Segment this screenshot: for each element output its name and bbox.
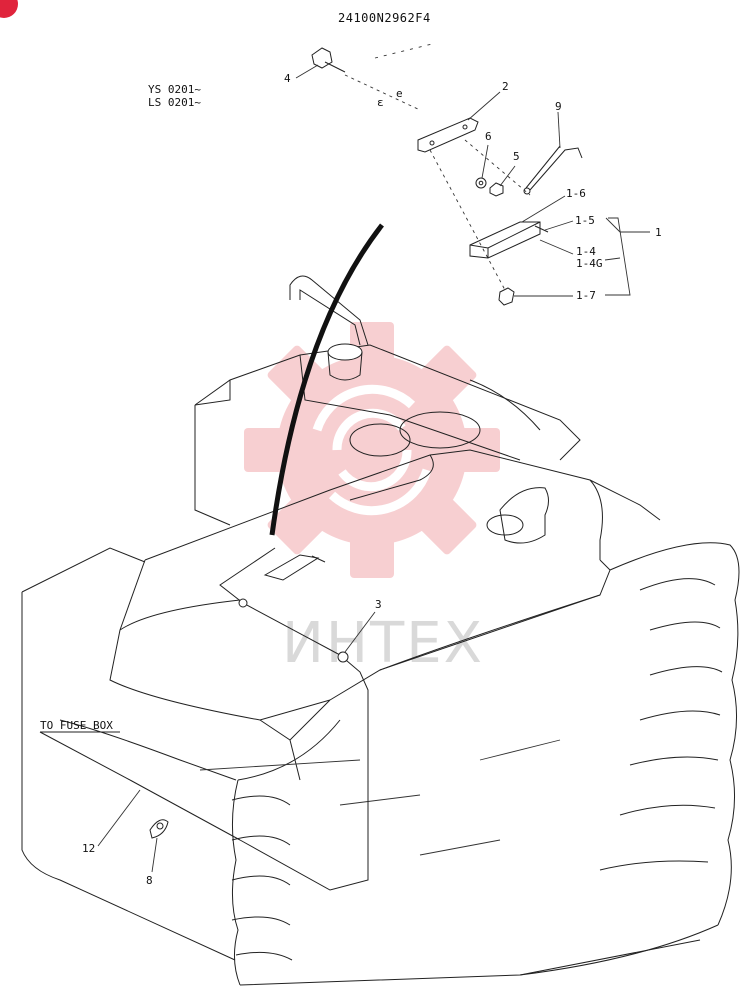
machine-body — [21, 275, 740, 986]
corner-badge — [0, 0, 18, 18]
callout-1-4g: 1-4G — [576, 257, 603, 270]
svg-text:ε: ε — [377, 96, 384, 109]
callout-12: 12 — [82, 842, 95, 855]
leader-lines — [39, 64, 650, 873]
callout-4: 4 — [284, 72, 291, 85]
wire-harness — [129, 547, 369, 891]
svg-text:e: e — [396, 87, 403, 100]
callout-2: 2 — [502, 80, 509, 93]
lamp-assembly: ε e — [311, 43, 583, 306]
serial-note-ys: YS 0201~ — [148, 83, 201, 96]
callout-3: 3 — [375, 598, 382, 611]
callout-1-4: 1-4 — [576, 245, 596, 258]
callout-8: 8 — [146, 874, 153, 887]
serial-note-ls: LS 0201~ — [148, 96, 201, 109]
callout-1: 1 — [655, 226, 662, 239]
callout-9: 9 — [555, 100, 562, 113]
callout-1-6: 1-6 — [566, 187, 586, 200]
watermark-logo — [244, 322, 500, 578]
callout-1-5: 1-5 — [575, 214, 595, 227]
watermark-text: ИНТЕХ — [282, 611, 484, 676]
callout-5: 5 — [513, 150, 520, 163]
callout-1-7: 1-7 — [576, 289, 596, 302]
to-fuse-box-note: TO FUSE BOX — [40, 719, 113, 732]
callout-6: 6 — [485, 130, 492, 143]
diagram-title: 24100N2962F4 — [338, 11, 431, 25]
cable-rod — [269, 223, 384, 536]
